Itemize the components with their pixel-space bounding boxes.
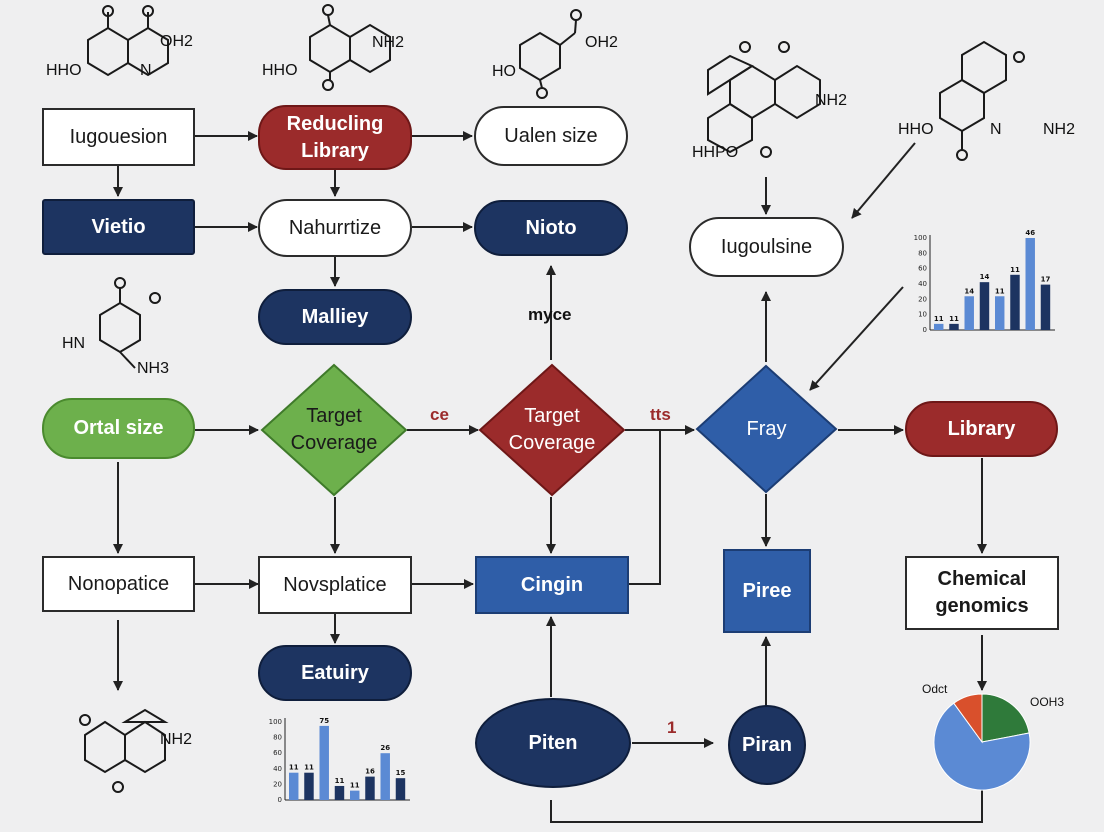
bar-value-label: 11 <box>934 315 944 323</box>
molecule-label: HHO <box>898 121 934 138</box>
edge-label-1: 1 <box>667 718 677 737</box>
molecule-label: HO <box>492 63 516 80</box>
decision-label: Fray <box>746 417 787 440</box>
bar-value-label: 75 <box>319 717 329 725</box>
molecule-label: NH2 <box>815 92 848 109</box>
molecule-label: OH2 <box>585 34 618 51</box>
bar <box>964 296 974 330</box>
node-nioto[interactable]: Nioto <box>474 200 628 256</box>
bar <box>995 296 1005 330</box>
bar-value-label: 14 <box>980 273 990 281</box>
y-tick-label: 40 <box>918 280 927 288</box>
bar-chart-top-right: 0 10 20 40 60 80 100 11 11 14 14 11 11 46 17 <box>914 229 1055 334</box>
node-library[interactable]: Library <box>905 401 1058 457</box>
y-tick-label: 80 <box>918 249 927 257</box>
bar-value-label: 11 <box>304 764 314 772</box>
decision-label: Target Coverage <box>290 405 378 454</box>
node-malliey[interactable]: Malliey <box>258 289 412 345</box>
molecule-label: NH2 <box>372 34 405 51</box>
node-chemical-genomics[interactable]: Chemical genomics <box>905 556 1059 630</box>
edge-label-ce: ce <box>430 405 449 424</box>
decision-fray[interactable]: Fray <box>695 364 838 494</box>
y-tick-label: 80 <box>273 734 282 742</box>
pie-slice <box>981 693 1030 743</box>
molecule-label: N <box>140 62 152 79</box>
bar <box>304 772 314 800</box>
bar-value-label: 11 <box>335 777 345 785</box>
y-tick-label: 0 <box>278 796 282 804</box>
bar <box>979 282 990 330</box>
node-iugoulsine[interactable]: Iugoulsine <box>689 217 844 277</box>
y-tick-label: 20 <box>273 780 282 788</box>
bar-value-label: 46 <box>1025 229 1035 237</box>
node-cingin[interactable]: Cingin <box>475 556 629 614</box>
bar-value-label: 17 <box>1041 276 1051 284</box>
node-piten[interactable]: Piten <box>475 698 631 788</box>
molecule-label: HHO <box>46 62 82 79</box>
bar <box>1025 238 1035 330</box>
bar-value-label: 26 <box>380 744 390 752</box>
bar-value-label: 11 <box>350 782 360 790</box>
molecule-label: OH2 <box>160 33 193 50</box>
pie-chart <box>933 693 1031 791</box>
bar <box>319 725 329 800</box>
node-calen-size[interactable]: Ualen size <box>474 106 628 166</box>
bar <box>949 323 959 330</box>
bar-value-label: 11 <box>289 764 299 772</box>
bar-value-label: 11 <box>995 287 1005 295</box>
bar <box>380 753 390 800</box>
bar <box>350 790 360 800</box>
node-vietio[interactable]: Vietio <box>42 199 195 255</box>
y-tick-label: 20 <box>918 295 927 303</box>
molecule-label: HHPO <box>692 144 739 161</box>
edge-label-myce: myce <box>528 305 572 324</box>
bar <box>334 785 345 800</box>
bar <box>365 776 375 800</box>
y-tick-label: 40 <box>273 765 282 773</box>
bar <box>1010 274 1020 330</box>
node-nahurrtize[interactable]: Nahurrtize <box>258 199 412 257</box>
molecule-label: NH2 <box>160 731 193 748</box>
node-piree[interactable]: Piree <box>723 549 811 633</box>
y-tick-label: 100 <box>914 234 927 242</box>
molecule-label: NH2 <box>1043 121 1076 138</box>
bar-value-label: 16 <box>365 768 375 776</box>
molecule-structures <box>79 4 1025 793</box>
bar <box>395 778 406 800</box>
y-tick-label: 60 <box>918 265 927 273</box>
node-piran[interactable]: Piran <box>728 705 806 785</box>
bar <box>289 772 299 800</box>
bar-chart-bottom-left: 0 20 40 60 80 100 11 11 75 11 11 16 26 15 <box>269 717 410 804</box>
pie-label: Odct <box>922 682 948 696</box>
molecule-label: HHO <box>262 62 298 79</box>
bar-value-label: 15 <box>396 769 406 777</box>
node-novsplatice[interactable]: Novsplatice <box>258 556 412 614</box>
bar <box>1040 284 1051 330</box>
bar-value-label: 14 <box>964 287 974 295</box>
edge-label-tts: tts <box>650 405 671 424</box>
node-ortal-size[interactable]: Ortal size <box>42 398 195 459</box>
node-iugouesion[interactable]: Iugouesion <box>42 108 195 166</box>
pie-slice <box>953 693 983 744</box>
molecule-label: HN <box>62 335 86 352</box>
y-tick-label: 100 <box>269 718 282 726</box>
molecule-label: NH3 <box>137 360 170 377</box>
molecule-label: N <box>990 121 1002 138</box>
y-tick-label: 60 <box>273 749 282 757</box>
pie-slice <box>933 702 1031 791</box>
bar <box>934 323 944 330</box>
y-tick-label: 0 <box>923 326 927 334</box>
decision-label: Target Coverage <box>508 405 596 454</box>
bar-value-label: 11 <box>1010 266 1020 274</box>
decision-target-coverage-green[interactable]: Target Coverage <box>260 363 408 497</box>
node-eatuiry[interactable]: Eatuiry <box>258 645 412 701</box>
bar-value-label: 11 <box>949 315 959 323</box>
node-reducing-library[interactable]: Reducling Library <box>258 105 412 170</box>
pie-label: OOH3 <box>1030 695 1065 709</box>
y-tick-label: 10 <box>918 311 927 319</box>
node-nonopatice[interactable]: Nonopatice <box>42 556 195 612</box>
decision-target-coverage-red[interactable]: Target Coverage <box>478 363 626 497</box>
